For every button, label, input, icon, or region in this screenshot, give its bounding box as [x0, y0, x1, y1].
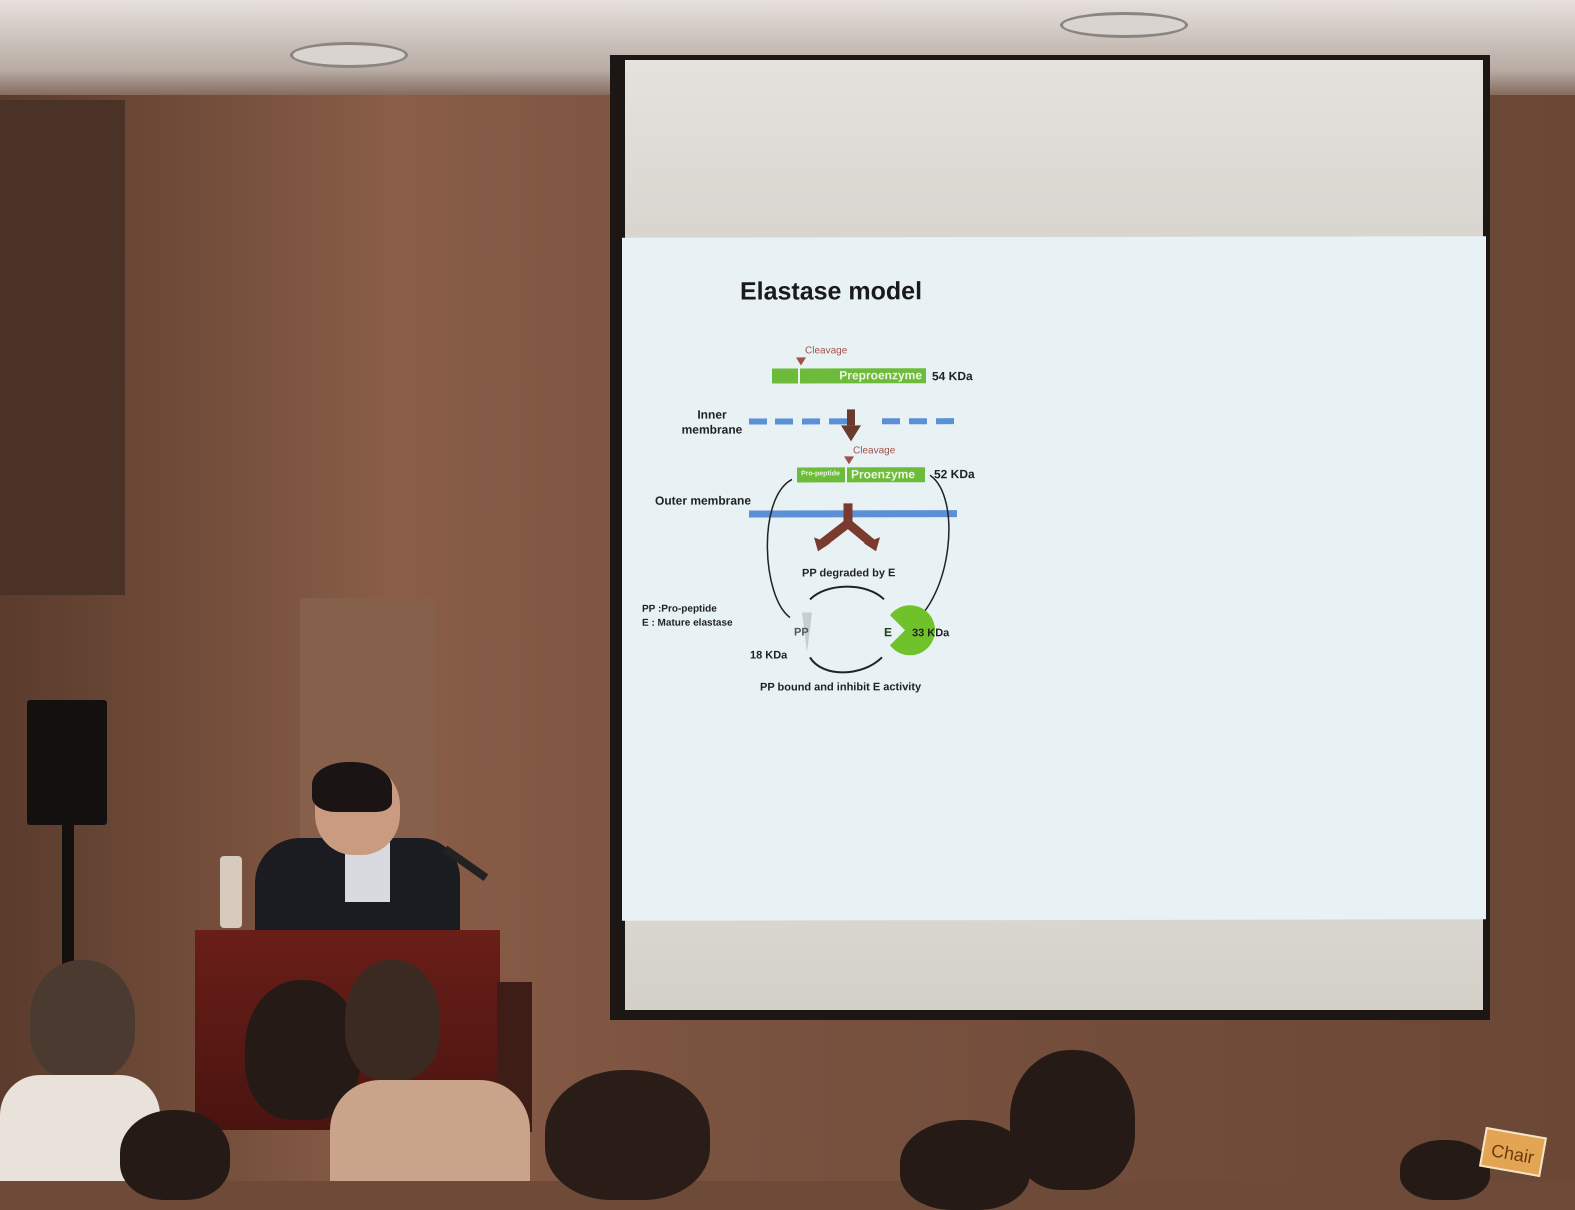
- pp-bound-label: PP bound and inhibit E activity: [760, 681, 922, 694]
- audience-shirt: [330, 1080, 530, 1181]
- ceiling-light: [290, 42, 408, 68]
- ceiling-light: [1060, 12, 1188, 38]
- legend-e: E : Mature elastase: [642, 617, 733, 629]
- elastase-pacman-icon: [890, 605, 935, 656]
- audience-head: [120, 1110, 230, 1200]
- pp-size: 18 KDa: [750, 649, 788, 662]
- presenter-hair: [312, 762, 392, 812]
- audience-head: [30, 960, 135, 1080]
- curved-arrow: [809, 585, 885, 601]
- audience-head: [545, 1070, 710, 1200]
- diagram-arrows: [766, 474, 950, 674]
- audience-head: [345, 960, 440, 1080]
- wall-panel: [0, 100, 125, 595]
- curved-arrow: [909, 474, 950, 626]
- audience-head: [245, 980, 360, 1120]
- loudspeaker: [27, 700, 107, 825]
- e-size: 33 KDa: [912, 627, 950, 640]
- pp-degraded-label: PP degraded by E: [802, 567, 896, 580]
- split-arrow-icon: [819, 503, 875, 547]
- curved-arrow: [766, 478, 793, 619]
- legend-pp: PP :Pro-peptide: [642, 603, 717, 615]
- propeptide-icon: [802, 612, 812, 653]
- e-label: E: [884, 625, 893, 640]
- curved-arrow: [809, 656, 883, 674]
- speaker-stand: [62, 825, 74, 965]
- audience-head: [1400, 1140, 1490, 1200]
- pp-label: PP: [794, 626, 809, 639]
- audience-head: [1010, 1050, 1135, 1190]
- slide: Elastase model Cleavage Preproenzyme 54 …: [622, 236, 1486, 921]
- water-bottle: [220, 856, 242, 928]
